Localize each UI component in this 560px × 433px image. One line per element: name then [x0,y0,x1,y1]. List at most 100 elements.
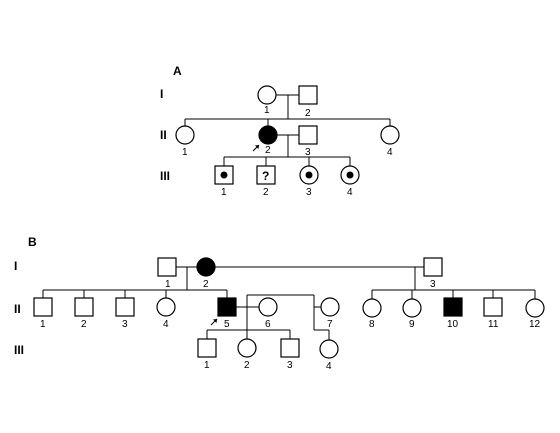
b-ii-7-female-symbol [320,297,340,317]
b-ii-4: 4 [156,297,176,330]
b-i-3: 3 [423,257,443,290]
gen-label-a-1: I [160,87,163,101]
b-ii-1-male-symbol [33,297,53,317]
b-ii-12-label: 12 [529,319,541,330]
a-iii-1-label: 1 [221,187,227,198]
b-iii-3-label: 3 [287,360,293,371]
b-iii-4-label: 4 [326,361,332,372]
b-iii-3-male-symbol [280,338,300,358]
b-ii-9-female-symbol [402,298,422,318]
b-iii-3: 3 [280,338,300,371]
b-iii-2: 2 [237,338,257,371]
b-ii-6-female-symbol [258,297,278,317]
b-proband-arrowhead-icon [213,319,217,323]
a-ii-1-label: 1 [182,147,188,158]
a-i-2-label: 2 [305,108,311,119]
b-ii-12: 12 [525,298,545,330]
b-i-2: 2 [196,257,216,290]
b-i-2-affected-female-symbol [196,257,216,277]
a-iii-3-label: 3 [306,187,312,198]
a-ii-3-label: 3 [305,147,311,158]
a-iii-2-label: 2 [263,187,269,198]
a-i-1-female-symbol [257,85,277,105]
a-ii-1: 1 [175,125,195,158]
a-i-2-male-symbol [298,85,318,105]
pedigree-a-lines [184,94,391,166]
b-ii-6: 6 [258,297,278,330]
b-iii-1-male-symbol [197,338,217,358]
b-ii-9-label: 9 [409,319,415,330]
a-i-1: 1 [257,85,277,116]
a-ii-4: 4 [380,125,400,158]
b-ii-10: 10 [443,297,463,330]
b-ii-4-female-symbol [156,297,176,317]
a-iii-1: 1 [214,165,234,198]
b-i-1-label: 1 [165,279,171,290]
b-ii-5: 5 [210,297,237,330]
a-ii-3-male-symbol [298,125,318,145]
panel-label-b: B [28,235,37,249]
b-iii-2-label: 2 [244,360,250,371]
b-ii-3-label: 3 [122,319,128,330]
b-iii-1-label: 1 [204,360,210,371]
b-iii-4: 4 [319,339,339,372]
b-ii-3: 3 [115,297,135,330]
b-ii-11-label: 11 [488,319,499,330]
b-i-2-label: 2 [203,279,209,290]
b-ii-12-female-symbol [525,298,545,318]
b-ii-6-label: 6 [265,319,271,330]
pedigree-a: A I II III 1 2 [160,64,400,198]
a-ii-4-female-symbol [380,125,400,145]
b-ii-8-label: 8 [369,319,375,330]
b-ii-10-affected-male-symbol [443,297,463,317]
b-ii-11: 11 [483,297,503,330]
b-i-1: 1 [157,257,177,290]
a-iii-3-carrier-dot [305,171,313,179]
a-i-2: 2 [298,85,318,119]
b-ii-2: 2 [74,297,94,330]
a-iii-4-label: 4 [347,187,353,198]
gen-label-b-2: II [14,302,21,316]
a-ii-2: 2 [252,125,278,156]
a-iii-3: 3 [299,165,319,198]
a-ii-2-label: 2 [265,145,271,156]
b-ii-3-male-symbol [115,297,135,317]
gen-label-b-3: III [14,343,24,357]
gen-label-a-2: II [160,128,167,142]
b-i-1-male-symbol [157,257,177,277]
a-ii-2-affected-female-symbol [258,125,278,145]
b-ii-1: 1 [33,297,53,330]
a-ii-3: 3 [298,125,318,158]
a-iii-2-male-symbol [256,165,276,185]
b-ii-8-female-symbol [362,298,382,318]
b-ii-9: 9 [402,298,422,330]
b-ii-7: 7 [320,297,340,330]
b-ii-7-label: 7 [327,319,333,330]
b-iii-2-female-symbol [237,338,257,358]
b-ii-1-label: 1 [40,319,46,330]
pedigree-b-lines [42,266,536,340]
a-iii-2-unknown-mark: ? [262,169,269,183]
a-iii-4-carrier-dot [346,171,354,179]
gen-label-a-3: III [160,169,170,183]
a-ii-4-label: 4 [387,147,393,158]
a-ii-1-female-symbol [175,125,195,145]
a-iii-1-carrier-dot [220,171,228,179]
b-ii-5-affected-male-symbol [217,297,237,317]
b-iii-4-female-symbol [319,339,339,359]
a-iii-4: 4 [340,165,360,198]
b-ii-5-label: 5 [224,319,230,330]
b-ii-10-label: 10 [447,319,459,330]
a-i-1-label: 1 [264,105,270,116]
b-ii-2-male-symbol [74,297,94,317]
b-i-3-label: 3 [430,279,436,290]
b-ii-4-label: 4 [163,319,169,330]
pedigree-b: B I II III [14,235,545,372]
b-ii-2-label: 2 [81,319,87,330]
b-ii-11-male-symbol [483,297,503,317]
a-proband-arrowhead-icon [255,145,259,149]
b-iii-1: 1 [197,338,217,371]
b-ii-8: 8 [362,298,382,330]
gen-label-b-1: I [14,259,17,273]
